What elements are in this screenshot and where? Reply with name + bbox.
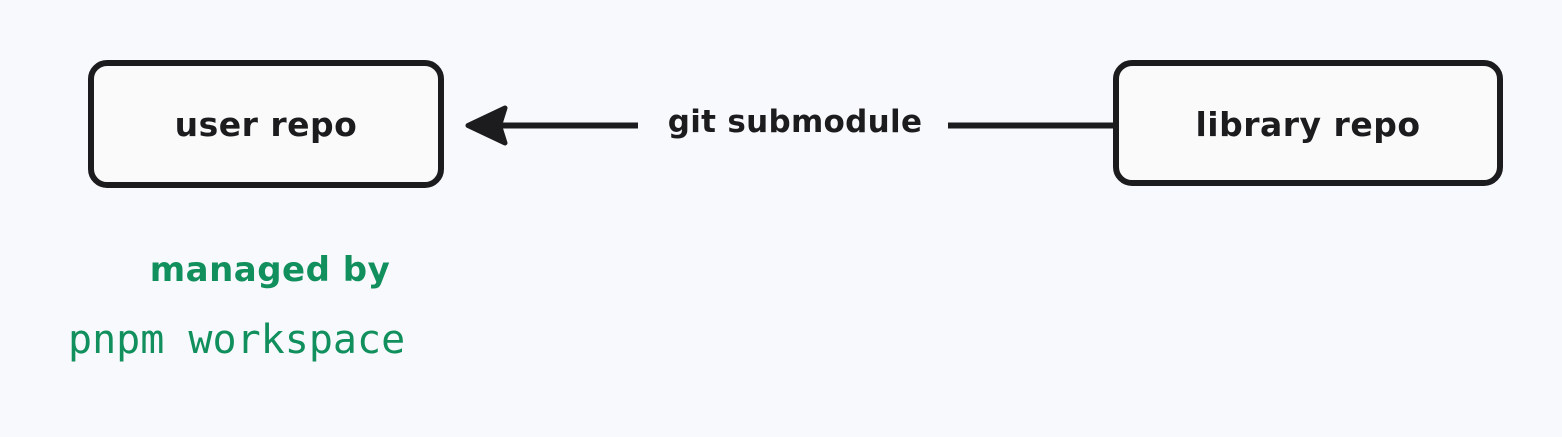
node-library-repo-label: library repo: [1195, 105, 1421, 144]
node-user-repo-label: user repo: [174, 105, 358, 144]
edge-git-submodule-label: git submodule: [667, 104, 923, 140]
annotation-pnpm-workspace-text: pnpm workspace: [68, 317, 406, 363]
node-user-repo-shape[interactable]: [88, 60, 444, 188]
edge-arrowhead-icon: [465, 105, 508, 146]
annotation-managed-by-text: managed by: [149, 250, 391, 290]
